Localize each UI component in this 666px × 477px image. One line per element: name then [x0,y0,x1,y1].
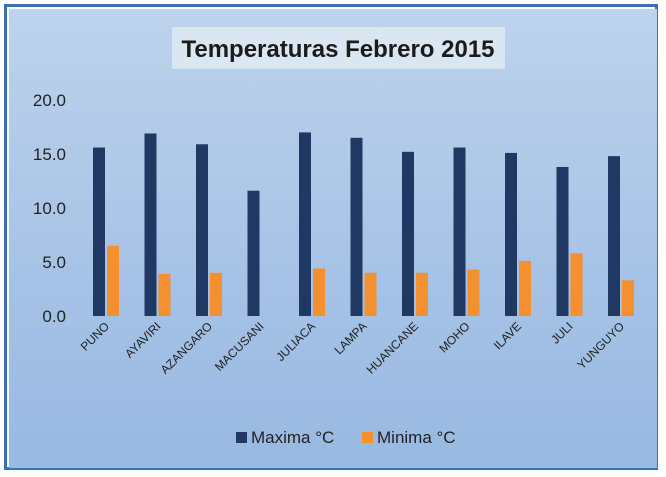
x-tick-label: AYAVIRI [122,319,163,360]
x-tick-label: JULIACA [273,319,318,364]
bar-minima-moho [467,269,480,316]
bar-maxima-juliaca [299,132,311,316]
bar-maxima-moho [453,147,466,316]
bar-maxima-azangaro [196,144,208,316]
bar-maxima-huancane [402,151,414,316]
x-tick-label: PUNO [78,319,112,353]
bar-minima-puno [107,245,119,316]
bar-maxima-ilave [505,152,517,316]
legend: Maxima °C Minima °C [236,428,456,447]
bar-maxima-lampa [350,137,363,316]
bar-maxima-puno [93,147,105,316]
bar-minima-ayaviri [158,273,171,316]
chart-title: Temperaturas Febrero 2015 [181,36,494,63]
chart-area [9,9,657,468]
y-tick-label: 0.0 [42,307,66,326]
x-tick-label: MOHO [436,319,472,355]
y-tick-label: 15.0 [33,145,66,164]
x-tick-label: MACUSANI [212,319,267,374]
x-tick-label: LAMPA [332,319,370,357]
x-tick-label: ILAVE [491,319,524,352]
x-tick-label: YUNGUYO [574,319,627,372]
y-axis-ticks: 0.0 5.0 10.0 15.0 20.0 [33,91,66,326]
bar-maxima-macusani [247,190,260,316]
bar-maxima-ayaviri [144,133,157,316]
y-tick-label: 20.0 [33,91,66,110]
bar-minima-huancane [416,272,428,316]
chart-title-background [172,27,505,69]
y-tick-label: 5.0 [42,253,66,272]
bar-minima-juliaca [313,268,325,316]
legend-label-minima: Minima °C [377,428,456,447]
bar-minima-juli [570,253,583,316]
bar-maxima-yunguyo [608,156,620,316]
bar-minima-ilave [519,260,531,316]
x-tick-label: JULI [548,319,575,346]
x-tick-label: HUANCANE [364,319,422,377]
x-tick-label: AZANGARO [158,319,216,377]
bars [93,132,634,316]
legend-swatch-maxima [236,432,247,443]
legend-label-maxima: Maxima °C [251,428,334,447]
bar-minima-yunguyo [622,280,634,316]
bar-minima-azangaro [210,272,222,316]
legend-swatch-minima [362,432,373,443]
bar-minima-lampa [364,272,377,316]
y-tick-label: 10.0 [33,199,66,218]
bar-maxima-juli [556,166,569,316]
